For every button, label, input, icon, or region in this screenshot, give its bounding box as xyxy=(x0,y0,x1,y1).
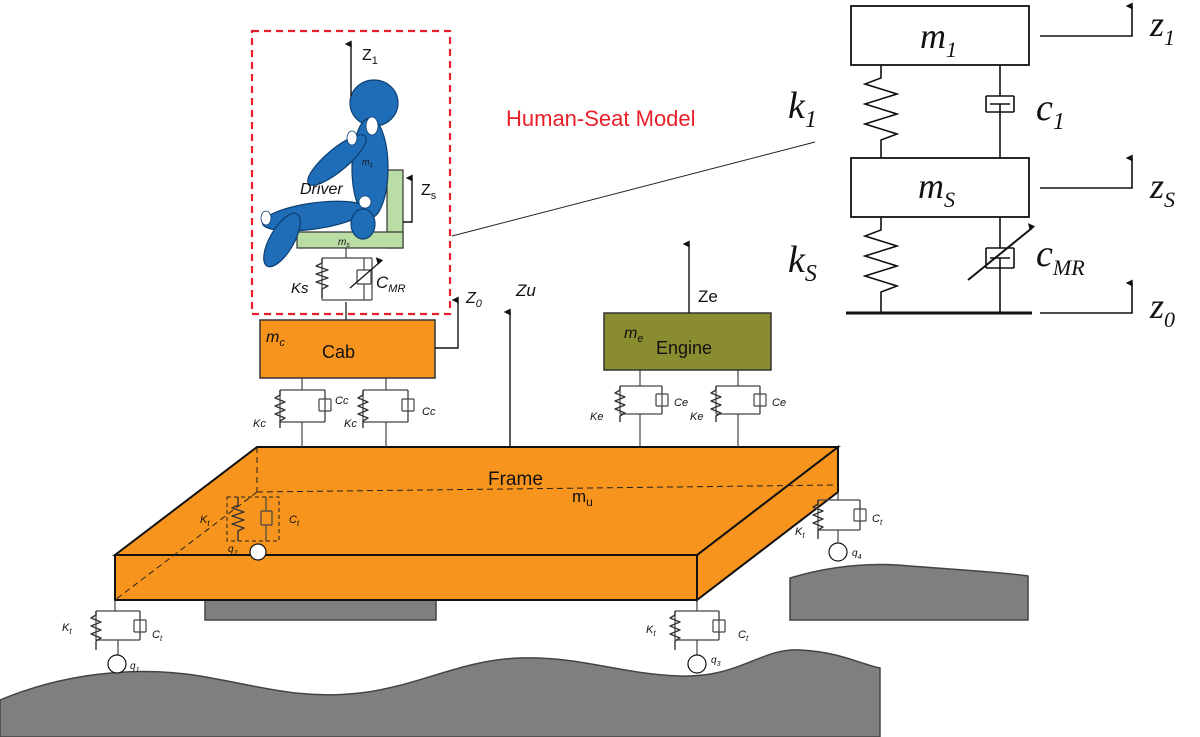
svg-text:Kc: Kc xyxy=(344,418,357,430)
seat-cushion xyxy=(296,231,404,249)
engine-mount-right: Ke Ce xyxy=(690,370,786,447)
human-seat-box xyxy=(250,29,452,316)
frame-hidden-edges xyxy=(114,447,839,601)
driver-figure xyxy=(261,79,399,268)
svg-text:Ct: Ct xyxy=(152,629,163,643)
frame-front-face xyxy=(114,554,698,601)
frame-label: Frame xyxy=(488,469,543,490)
driver-mass-label: m1 xyxy=(362,157,373,169)
svg-text:Kt: Kt xyxy=(795,526,805,540)
svg-text:Kc: Kc xyxy=(253,418,266,430)
human-seat-title: Human-Seat Model xyxy=(506,106,696,131)
z0-arrow xyxy=(435,296,459,349)
cab-mass-label: mc xyxy=(266,329,285,349)
cab-mount-right: Kc Cc xyxy=(344,378,436,447)
detail-model: m1 k1 c1 mS kS cMR z1 zS z0 xyxy=(788,2,1175,332)
tire-suspension-q4: Kt Ct q4 xyxy=(795,492,883,562)
svg-text:Kt: Kt xyxy=(62,622,72,636)
driver-label: Driver xyxy=(300,181,343,198)
svg-text:Ct: Ct xyxy=(872,513,883,527)
svg-text:m1: m1 xyxy=(920,16,957,62)
svg-text:kS: kS xyxy=(788,239,817,287)
engine-block xyxy=(603,312,772,371)
detail-leader-line xyxy=(451,141,816,237)
tire-q1-wheel xyxy=(107,654,127,674)
detail-m1-block xyxy=(850,5,1030,66)
frame-mass-label: mu xyxy=(572,487,593,509)
svg-text:zS: zS xyxy=(1149,166,1175,212)
cab-block xyxy=(259,319,436,379)
svg-text:mS: mS xyxy=(918,166,955,212)
svg-text:Ce: Ce xyxy=(772,397,786,409)
svg-text:Ke: Ke xyxy=(690,411,703,423)
svg-text:Ct: Ct xyxy=(289,514,300,528)
svg-text:q1: q1 xyxy=(130,661,140,674)
engine-label: Engine xyxy=(656,338,712,358)
svg-text:z1: z1 xyxy=(1149,4,1175,50)
frame-top-face xyxy=(112,446,841,556)
tire-q4-wheel xyxy=(828,542,848,562)
tire-suspension-q3: Kt Ct q3 xyxy=(646,600,749,674)
svg-text:Cc: Cc xyxy=(335,395,349,407)
engine-mount-left: Ke Ce xyxy=(590,370,688,447)
zs-arrow xyxy=(403,174,413,223)
road-right-bump xyxy=(789,563,1029,621)
driver-joints xyxy=(260,116,379,226)
detail-ms-block xyxy=(850,157,1030,218)
tire-q2-wheel xyxy=(249,543,267,561)
svg-text:q2: q2 xyxy=(228,544,238,557)
seat-suspension: Ks CMR xyxy=(291,247,405,301)
svg-text:Ks: Ks xyxy=(291,280,309,297)
cab-label: Cab xyxy=(322,342,355,362)
ze-label: Ze xyxy=(698,287,718,306)
tire-q3-wheel xyxy=(687,654,707,674)
tire-suspension-q1: Kt Ct q1 xyxy=(62,600,163,674)
svg-text:cMR: cMR xyxy=(1036,233,1085,280)
svg-text:Ce: Ce xyxy=(674,397,688,409)
z0-label: Z0 xyxy=(465,290,483,310)
seat-mass-label: ms xyxy=(338,237,350,249)
svg-text:z0: z0 xyxy=(1149,286,1175,332)
svg-text:q4: q4 xyxy=(852,548,862,561)
tire-suspension-q2: Kt Ct q2 xyxy=(200,496,300,561)
svg-text:Kt: Kt xyxy=(646,624,656,638)
svg-text:q3: q3 xyxy=(711,655,721,668)
svg-text:CMR: CMR xyxy=(376,273,405,295)
engine-mass-label: me xyxy=(624,325,643,345)
road-main xyxy=(0,649,881,737)
zs-label: Zs xyxy=(421,182,437,202)
z1-label: Z1 xyxy=(362,47,378,67)
svg-text:Ke: Ke xyxy=(590,411,603,423)
cab-mount-left: Kc Cc xyxy=(253,378,349,447)
svg-text:Cc: Cc xyxy=(422,406,436,418)
svg-text:c1: c1 xyxy=(1036,87,1065,135)
zu-label: Zu xyxy=(515,281,536,300)
svg-text:k1: k1 xyxy=(788,85,817,133)
svg-text:Ct: Ct xyxy=(738,629,749,643)
svg-text:Kt: Kt xyxy=(200,514,210,528)
